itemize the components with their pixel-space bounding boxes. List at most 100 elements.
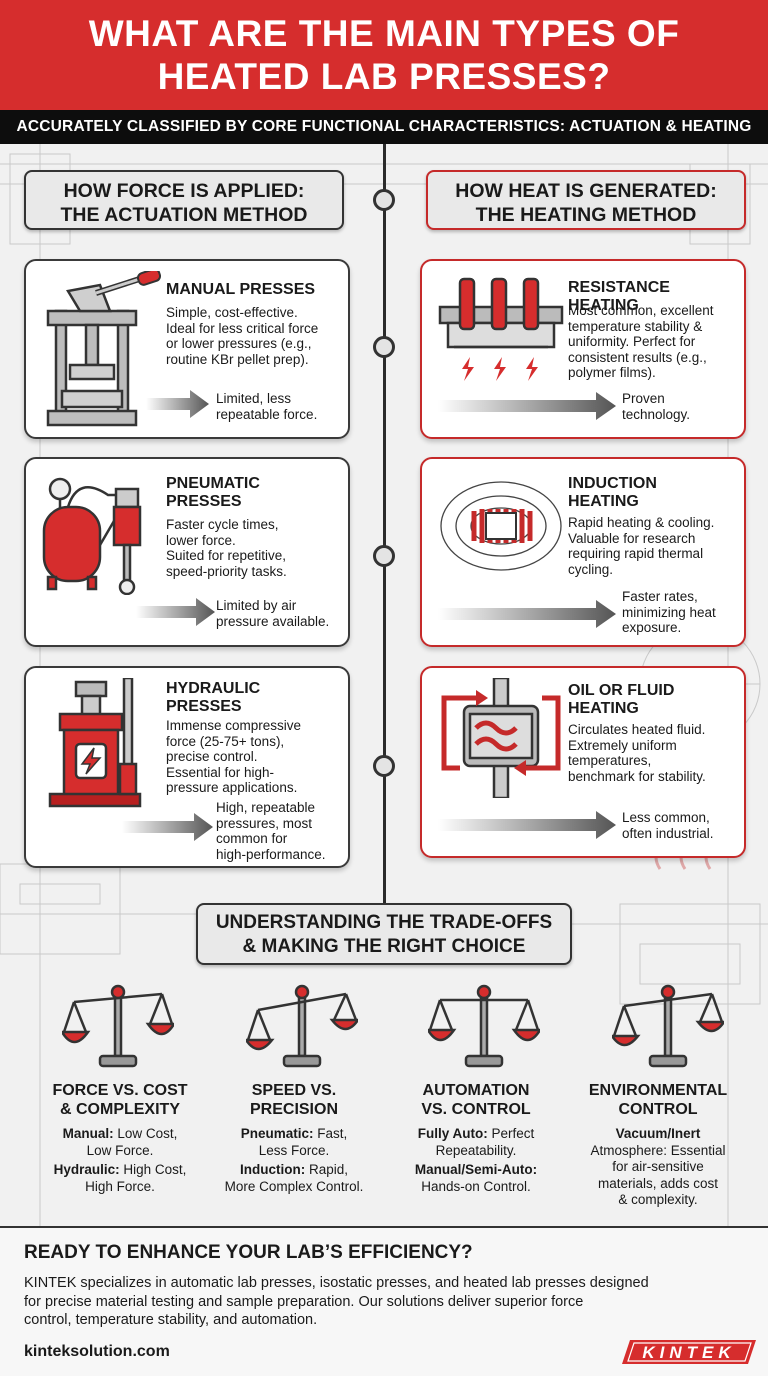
tradeoff-detail: Manual/Semi-Auto: Hands-on Control. xyxy=(388,1162,564,1195)
result-line: Less common, xyxy=(622,810,710,825)
tradeoff-detail-text: Fast, xyxy=(313,1126,348,1141)
desc-line: Rapid heating & cooling. xyxy=(568,515,715,530)
tradeoff-detail: Hydraulic: High Cost, High Force. xyxy=(32,1162,208,1195)
footer-cta: READY TO ENHANCE YOUR LAB’S EFFICIENCY? … xyxy=(0,1226,768,1376)
tradeoff-title-line: SPEED VS. xyxy=(251,1082,337,1099)
desc-line: precise control. xyxy=(166,749,258,764)
tradeoff-title-line: CONTROL xyxy=(618,1100,698,1118)
result-line: Limited, less xyxy=(216,391,292,406)
balance-scale-icon xyxy=(62,984,174,1068)
desc-line: or lower pressures (e.g., xyxy=(166,336,312,351)
result-line: Faster rates, xyxy=(622,589,698,604)
desc-line: temperature stability & xyxy=(568,318,703,334)
tradeoff-title-line: FORCE VS. COST xyxy=(52,1082,188,1099)
tradeoff-detail-text: Repeatability. xyxy=(435,1142,517,1158)
actuation-section-heading: HOW FORCE IS APPLIED: THE ACTUATION METH… xyxy=(24,170,344,230)
heating-section-heading: HOW HEAT IS GENERATED: THE HEATING METHO… xyxy=(426,170,746,230)
card-result: Limited, less repeatable force. xyxy=(216,391,317,422)
desc-line: Most common, excellent xyxy=(568,303,714,318)
result-line: repeatable force. xyxy=(216,406,318,422)
footer-text-line: for precise material testing and sample … xyxy=(24,1293,584,1310)
tradeoff-detail-text: for air-sensitive xyxy=(612,1159,704,1174)
page-title-line-1: WHAT ARE THE MAIN TYPES OF xyxy=(88,13,680,54)
card-description: Most common, excellent temperature stabi… xyxy=(568,303,714,381)
result-arrow-icon xyxy=(438,600,616,628)
tradeoff-detail: Induction: Rapid, More Complex Control. xyxy=(206,1162,382,1195)
desc-line: temperatures, xyxy=(568,753,652,768)
card-result: Proven technology. xyxy=(622,391,690,422)
card-title: MANUAL PRESSES xyxy=(166,281,315,299)
footer-text-line: control, temperature stability, and auto… xyxy=(24,1312,318,1328)
tradeoff-detail-text: Less Force. xyxy=(258,1142,330,1158)
tradeoff-detail: Pneumatic: Fast, Less Force. xyxy=(206,1126,382,1159)
page-title: WHAT ARE THE MAIN TYPES OF HEATED LAB PR… xyxy=(0,12,768,98)
card-description: Immense compressive force (25-75+ tons),… xyxy=(166,718,301,796)
card-title: OIL OR FLUID HEATING xyxy=(568,682,674,718)
desc-line: benchmark for stability. xyxy=(568,768,706,784)
result-arrow-icon xyxy=(438,392,616,420)
tradeoff-title: ENVIRONMENTAL CONTROL xyxy=(570,1082,746,1119)
heading-line: UNDERSTANDING THE TRADE-OFFS xyxy=(215,912,553,933)
desc-line: speed-priority tasks. xyxy=(166,563,287,579)
induction-coil-icon xyxy=(440,481,562,571)
desc-line: consistent results (e.g., xyxy=(568,349,707,365)
card-title-line: INDUCTION xyxy=(568,475,657,492)
header-banner: WHAT ARE THE MAIN TYPES OF HEATED LAB PR… xyxy=(0,0,768,110)
card-title: PNEUMATIC PRESSES xyxy=(166,475,260,511)
tradeoff-detail-text: Low Cost, xyxy=(113,1126,178,1141)
tradeoff-detail-text: Hands-on Control. xyxy=(421,1178,531,1194)
card-result: High, repeatable pressures, most common … xyxy=(216,800,326,862)
tradeoff-title-line: AUTOMATION xyxy=(422,1082,530,1099)
footer-text-line: KINTEK specializes in automatic lab pres… xyxy=(24,1275,649,1291)
result-line: Proven xyxy=(622,391,665,406)
timeline-node xyxy=(373,545,395,567)
desc-line: force (25-75+ tons), xyxy=(166,733,285,749)
desc-line: Circulates heated fluid. xyxy=(568,722,706,737)
tradeoff-detail-label: Hydraulic: xyxy=(53,1162,120,1177)
result-line: high-performance. xyxy=(216,846,326,862)
desc-line: Extremely uniform xyxy=(568,737,677,753)
tradeoff-detail-text: Rapid, xyxy=(305,1162,348,1177)
timeline-node xyxy=(373,336,395,358)
manual-presses-card: MANUAL PRESSES Simple, cost-effective. I… xyxy=(24,259,350,439)
manual-press-icon xyxy=(46,271,162,427)
card-title-line: MANUAL PRESSES xyxy=(166,281,316,298)
card-title-line: HYDRAULIC xyxy=(166,680,261,697)
footer-website-link[interactable]: kinteksolution.com xyxy=(24,1343,170,1360)
result-line: Limited by air xyxy=(216,598,297,613)
tradeoff-detail-text: High Cost, xyxy=(119,1162,187,1177)
desc-line: Valuable for research xyxy=(568,530,696,546)
card-description: Simple, cost-effective. Ideal for less c… xyxy=(166,305,318,367)
tradeoff-title: FORCE VS. COST & COMPLEXITY xyxy=(32,1082,208,1119)
tradeoff-title: SPEED VS. PRECISION xyxy=(206,1082,382,1119)
desc-line: Suited for repetitive, xyxy=(166,548,287,563)
result-line: pressure available. xyxy=(216,613,330,629)
tradeoff-detail-text: High Force. xyxy=(85,1178,155,1194)
result-arrow-icon xyxy=(438,811,616,839)
card-title-line: PRESSES xyxy=(166,493,242,510)
fluid-heating-icon xyxy=(441,678,561,798)
fluid-heating-card: OIL OR FLUID HEATING Circulates heated f… xyxy=(420,666,746,858)
tradeoff-title: AUTOMATION VS. CONTROL xyxy=(388,1082,564,1119)
tradeoff-detail-label: Manual/Semi-Auto: xyxy=(414,1162,538,1177)
desc-line: routine KBr pellet prep). xyxy=(166,351,309,367)
desc-line: uniformity. Perfect for xyxy=(568,334,696,349)
tradeoff-detail-text: materials, adds cost xyxy=(597,1175,719,1191)
desc-line: Essential for high- xyxy=(166,764,275,780)
tradeoff-detail-label: Manual: xyxy=(62,1126,114,1141)
card-result: Faster rates, minimizing heat exposure. xyxy=(622,589,716,636)
card-description: Circulates heated fluid. Extremely unifo… xyxy=(568,722,706,784)
tradeoff-detail-label: Pneumatic: xyxy=(240,1126,314,1141)
heading-line: HOW FORCE IS APPLIED: xyxy=(63,180,305,202)
tradeoff-detail-label: Fully Auto: xyxy=(417,1126,488,1141)
balance-scale-icon xyxy=(246,984,358,1068)
result-line: High, repeatable xyxy=(216,800,316,815)
pneumatic-presses-card: PNEUMATIC PRESSES Faster cycle times, lo… xyxy=(24,457,350,647)
tradeoff-detail-text: Perfect xyxy=(487,1126,535,1141)
card-title-line: OIL OR FLUID xyxy=(568,682,675,699)
result-line: exposure. xyxy=(622,620,682,635)
center-timeline xyxy=(383,144,386,904)
card-title: RESISTANCE HEATING xyxy=(568,279,744,315)
card-description: Rapid heating & cooling. Valuable for re… xyxy=(568,515,714,577)
footer-description: KINTEK specializes in automatic lab pres… xyxy=(24,1274,744,1330)
